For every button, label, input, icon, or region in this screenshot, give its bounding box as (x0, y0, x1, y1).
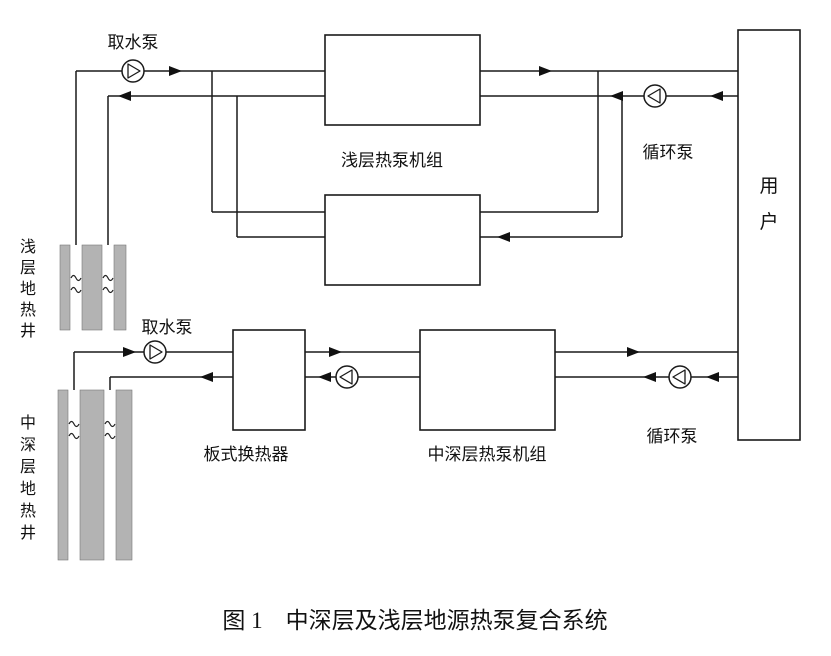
equipment-boxes (232, 29, 801, 441)
label-user-char: 用 (759, 176, 778, 197)
flow-arrow-icon (200, 372, 213, 382)
pump-triangle-icon (339, 369, 353, 385)
label-intake-pump-bottom: 取水泵 (142, 318, 193, 337)
water-wave-icon (70, 274, 82, 282)
pump-triangle-icon (647, 88, 661, 104)
water-wave-icon (102, 274, 114, 282)
pump-circulation-shallow (643, 84, 667, 108)
flow-arrow-icon (329, 347, 342, 357)
label-deep-well-char: 井 (20, 524, 36, 542)
water-wave-icon (104, 432, 116, 440)
user-box (737, 29, 801, 441)
label-deep-well-char: 热 (20, 502, 36, 520)
well-casing-bar (115, 389, 133, 561)
shallow-geothermal-well (59, 244, 127, 331)
water-wave-icon (68, 420, 80, 428)
label-shallow-well-char: 井 (20, 322, 36, 340)
label-deep-well-char: 层 (20, 459, 36, 476)
flow-arrow-icon (539, 66, 552, 76)
flow-arrow-icon (169, 66, 182, 76)
label-circ-pump-bottom: 循环泵 (647, 427, 698, 446)
label-shallow-well-char: 地 (20, 280, 36, 298)
flow-arrow-icon (118, 91, 131, 101)
flow-arrows (118, 66, 723, 382)
label-deep-well-char: 深 (20, 436, 36, 454)
figure-caption: 图 1 中深层及浅层地源热泵复合系统 (222, 608, 607, 633)
flow-arrow-icon (710, 91, 723, 101)
shallow-heat-pump-unit-1-box (324, 34, 481, 126)
water-wave-icon (104, 420, 116, 428)
plate-heat-exchanger-box (232, 329, 306, 431)
well-casing-bar (79, 389, 105, 561)
flow-arrow-icon (706, 372, 719, 382)
flow-arrow-icon (123, 347, 136, 357)
water-wave-icon (70, 286, 82, 294)
flow-arrow-icon (643, 372, 656, 382)
well-casing-bar (57, 389, 69, 561)
label-shallow-well-char: 浅 (20, 238, 36, 256)
shallow-heat-pump-unit-2-box (324, 194, 481, 286)
label-shallow-well-char: 热 (20, 301, 36, 319)
label-deep-well-char: 地 (20, 480, 36, 498)
label-plate-hx: 板式换热器 (204, 445, 289, 464)
pump-intake-deep (143, 340, 167, 364)
label-circ-pump-top: 循环泵 (643, 143, 694, 162)
pump-triangle-icon (127, 63, 141, 79)
flow-arrow-icon (610, 91, 623, 101)
water-wave-icon (68, 432, 80, 440)
pump-triangle-icon (672, 369, 686, 385)
pump-circulation-deep (668, 365, 692, 389)
flow-arrow-icon (318, 372, 331, 382)
label-intake-pump-top: 取水泵 (108, 33, 159, 52)
diagram-labels: 取水泵 浅层热泵机组 循环泵 取水泵 板式换热器 中深层热泵机组 循环泵 用 户… (20, 33, 779, 633)
well-casing-bar (59, 244, 71, 331)
label-deep-unit: 中深层热泵机组 (428, 445, 547, 464)
pump-intake-shallow (121, 59, 145, 83)
well-casing-bar (81, 244, 103, 331)
flow-arrow-icon (627, 347, 640, 357)
pump-intermediate-deep (335, 365, 359, 389)
well-casing-bar (113, 244, 127, 331)
flow-arrow-icon (497, 232, 510, 242)
deep-geothermal-well (57, 389, 133, 561)
label-shallow-unit: 浅层热泵机组 (341, 151, 443, 170)
water-wave-icon (102, 286, 114, 294)
label-deep-well-char: 中 (20, 414, 36, 432)
label-shallow-well-char: 层 (20, 260, 36, 277)
deep-heat-pump-unit-box (419, 329, 556, 431)
pump-triangle-icon (149, 344, 163, 360)
label-user-char: 户 (759, 211, 778, 233)
